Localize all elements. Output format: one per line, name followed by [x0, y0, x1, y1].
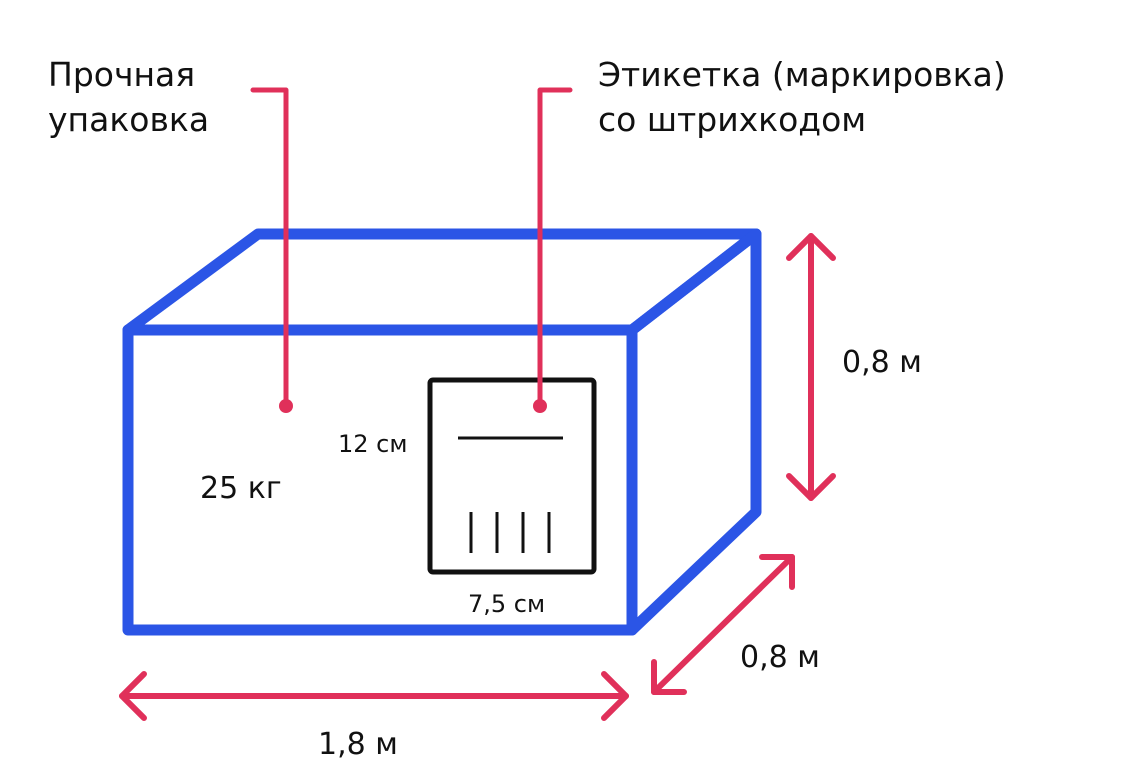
- height-label: 0,8 м: [842, 345, 922, 380]
- callout-packaging-line2: упаковка: [48, 100, 210, 139]
- box-top-face: [122, 228, 762, 336]
- callout-packaging-line1: Прочная: [48, 55, 196, 94]
- barcode-icon: [469, 512, 551, 553]
- callout-barcode-label: [537, 87, 573, 409]
- callout-packaging-text: Прочная упаковка: [48, 52, 209, 142]
- width-arrow: [119, 671, 629, 721]
- width-label: 1,8 м: [318, 727, 398, 762]
- callout-packaging: [250, 87, 289, 409]
- weight-label: 25 кг: [200, 471, 282, 506]
- label-width-label: 7,5 см: [468, 590, 546, 618]
- callout-barcode-line2: со штрихкодом: [598, 100, 867, 139]
- height-arrow: [786, 233, 836, 501]
- callout-barcode-line1: Этикетка (маркировка): [598, 55, 1006, 94]
- label-height-label: 12 см: [338, 430, 408, 458]
- box-side-face: [626, 228, 762, 636]
- depth-arrow: [651, 554, 795, 695]
- depth-label: 0,8 м: [740, 640, 820, 675]
- box-outline: [122, 228, 762, 636]
- callout-barcode-text: Этикетка (маркировка) со штрихкодом: [598, 52, 1006, 142]
- barcode-label: [427, 377, 597, 575]
- label-rectangle: [427, 377, 597, 575]
- callout-barcode-dot: [533, 399, 547, 413]
- callout-packaging-dot: [279, 399, 293, 413]
